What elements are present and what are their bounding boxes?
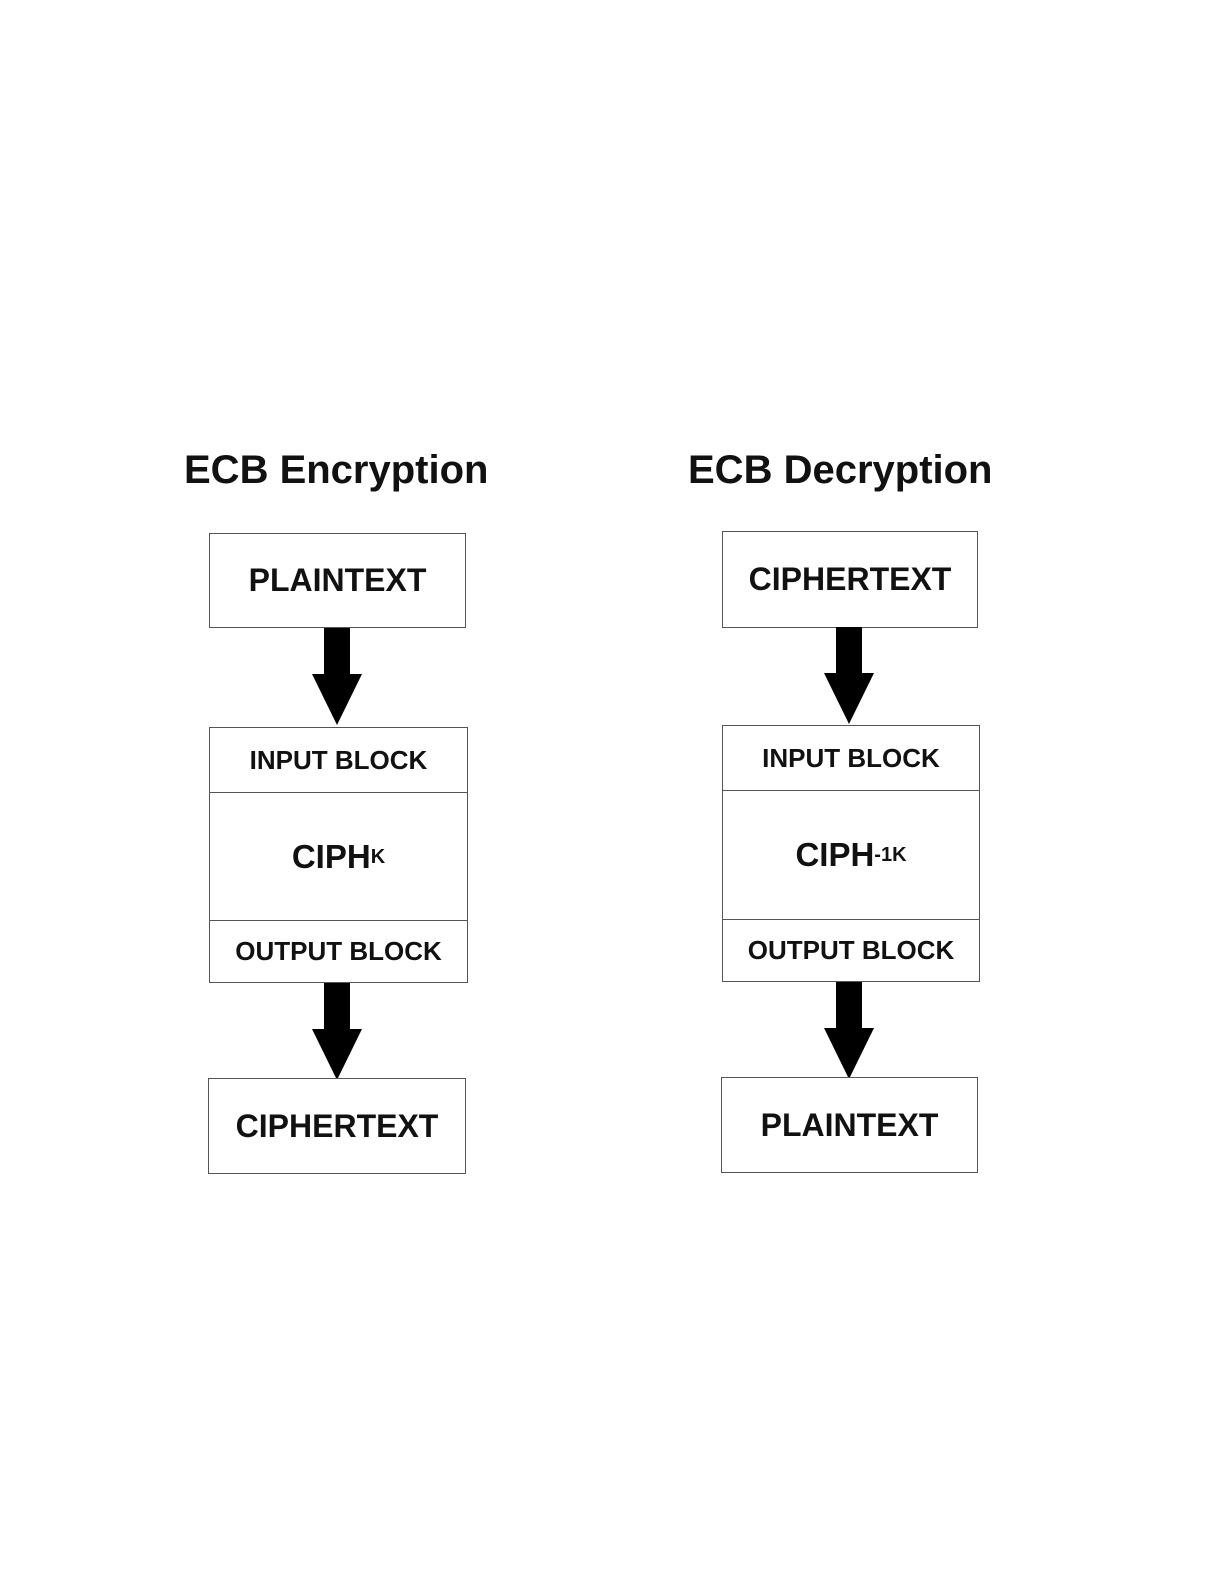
encryption-arrow-down-1: [310, 628, 364, 726]
decryption-arrow-down-1: [822, 627, 876, 725]
encryption-ciphertext-box: CIPHERTEXT: [208, 1078, 466, 1174]
encryption-arrow-down-2: [310, 983, 364, 1081]
decryption-title: ECB Decryption: [688, 448, 993, 493]
encryption-function-base: CIPH: [292, 838, 371, 876]
decryption-arrow-down-2: [822, 982, 876, 1080]
decryption-output-block-label: OUTPUT BLOCK: [723, 919, 979, 981]
encryption-title: ECB Encryption: [184, 448, 488, 493]
encryption-input-block-label: INPUT BLOCK: [210, 728, 467, 793]
decryption-input-block-label: INPUT BLOCK: [723, 726, 979, 791]
encryption-plaintext-box: PLAINTEXT: [209, 533, 466, 628]
decryption-plaintext-box: PLAINTEXT: [721, 1077, 978, 1173]
encryption-output-block-label: OUTPUT BLOCK: [210, 920, 467, 982]
decryption-ciphertext-box: CIPHERTEXT: [722, 531, 978, 628]
decryption-function-base: CIPH: [795, 836, 874, 874]
